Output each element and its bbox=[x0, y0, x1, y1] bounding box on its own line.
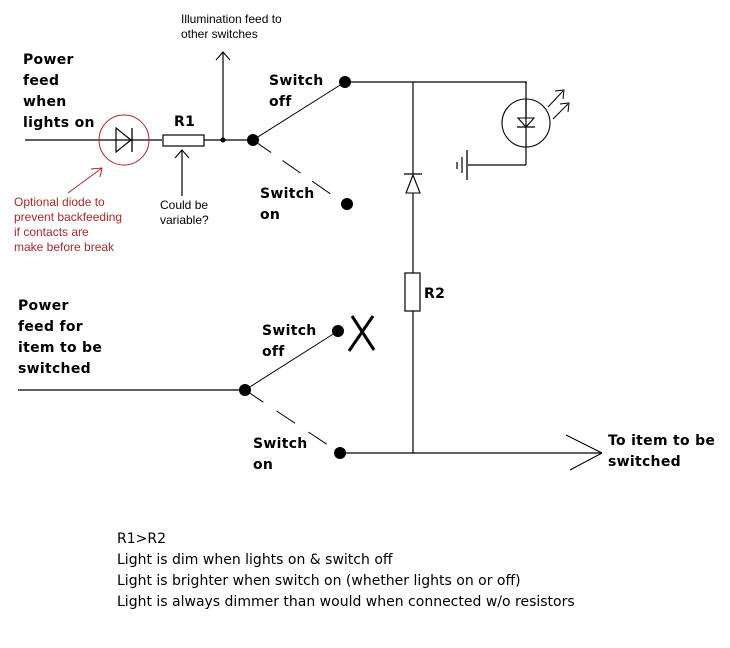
note-line: Light is brighter when switch on (whethe… bbox=[117, 573, 521, 589]
arrow-diode-annotation bbox=[67, 167, 103, 194]
not-connected-x-icon bbox=[347, 315, 376, 352]
top-switch-blade-off bbox=[252, 81, 346, 141]
bottom-switch-blade-on-dashed bbox=[244, 389, 341, 454]
label-optional-diode: Optional diode to prevent backfeeding if… bbox=[14, 195, 123, 254]
optional-diode-highlight bbox=[98, 114, 150, 166]
label-power-feed-lights: Power feed when lights on bbox=[23, 52, 95, 131]
resistor-r1 bbox=[162, 134, 205, 147]
diode-d2 bbox=[404, 173, 422, 194]
arrow-variable bbox=[174, 149, 190, 196]
bottom-switch-blade-off bbox=[244, 330, 339, 391]
label-top-switch-on: Switch on bbox=[260, 186, 315, 223]
label-to-item: To item to be switched bbox=[608, 433, 716, 470]
label-r1: R1 bbox=[174, 114, 196, 130]
diode-d1 bbox=[115, 126, 133, 154]
led-light-rays-icon bbox=[547, 89, 570, 120]
note-line: Light is dim when lights on & switch off bbox=[117, 552, 393, 568]
label-bottom-switch-off: Switch off bbox=[262, 323, 317, 360]
label-illumination-feed: Illumination feed to other switches bbox=[181, 12, 282, 41]
label-top-switch-off: Switch off bbox=[269, 73, 324, 110]
label-could-be-variable: Could be variable? bbox=[160, 198, 209, 227]
label-power-feed-item: Power feed for item to be switched bbox=[18, 298, 103, 377]
note-line: Light is always dimmer than would when c… bbox=[117, 594, 575, 610]
label-r2: R2 bbox=[424, 286, 446, 302]
arrow-output bbox=[565, 434, 603, 471]
bottom-switch-off-contact bbox=[332, 325, 344, 337]
notes-block: R1>R2 Light is dim when lights on & swit… bbox=[117, 529, 575, 613]
resistor-r2 bbox=[404, 272, 421, 312]
note-line: R1>R2 bbox=[117, 531, 166, 547]
label-bottom-switch-on: Switch on bbox=[253, 436, 308, 473]
top-switch-blade-on-dashed bbox=[252, 139, 346, 205]
top-switch-on-contact bbox=[341, 198, 353, 210]
led-symbol bbox=[516, 100, 536, 147]
arrow-illumination-feed bbox=[215, 51, 231, 140]
ground-icon bbox=[456, 150, 468, 180]
